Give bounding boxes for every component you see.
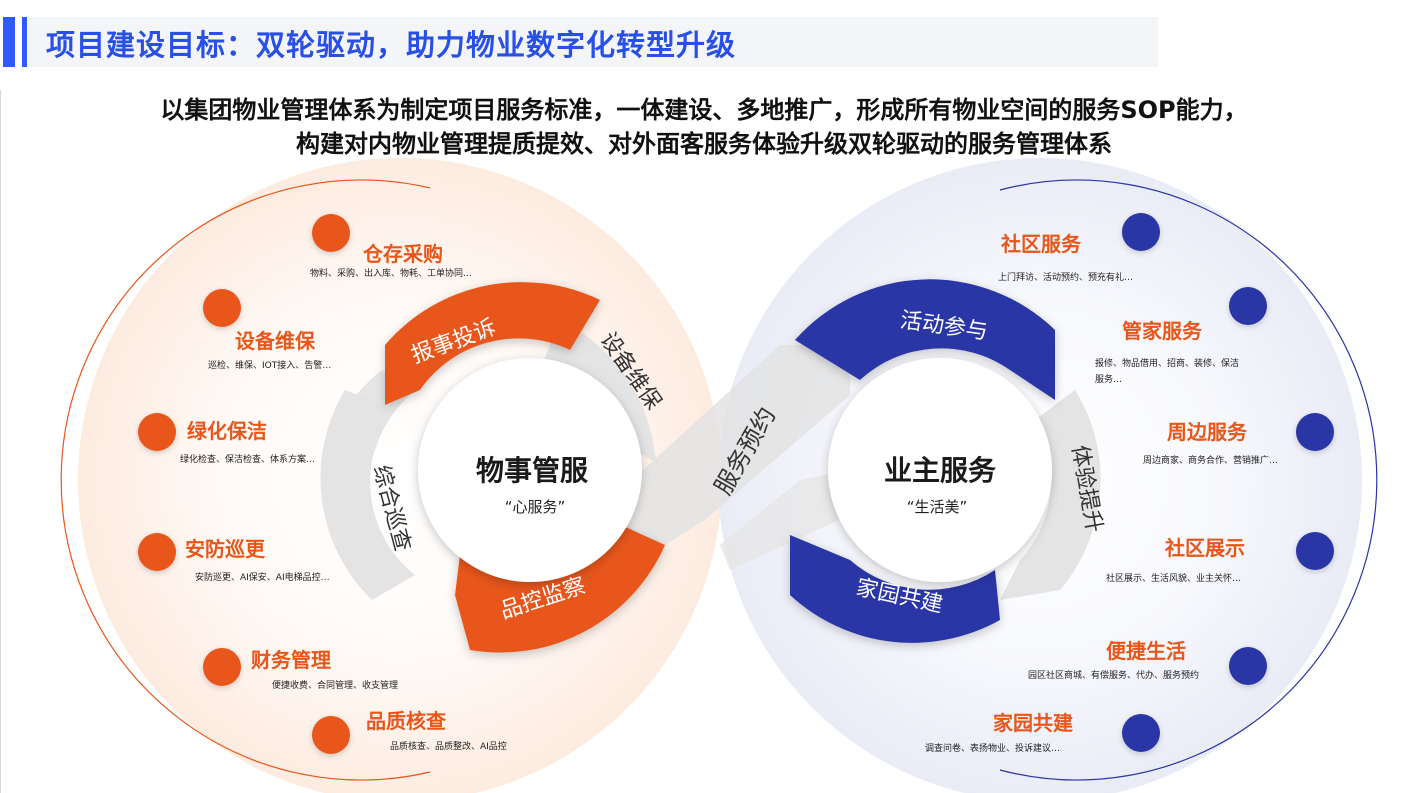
left-item-dot bbox=[203, 648, 241, 686]
right-wheel: 业主服务 “生活美” 活动参与 体验提升 家园共建 bbox=[790, 279, 1106, 643]
left-item-desc: 绿化检查、保洁检查、体系方案… bbox=[180, 453, 315, 465]
right-orbit-items: 社区服务 上门拜访、活动预约、预充有礼… 管家服务 报修、物品借用、招商、装修、… bbox=[925, 213, 1334, 754]
left-item-title: 设备维保 bbox=[235, 329, 316, 353]
right-item-title: 便捷生活 bbox=[1106, 639, 1186, 663]
left-item-dot bbox=[138, 413, 176, 451]
header-band bbox=[28, 17, 1158, 67]
left-orbit-arc bbox=[60, 179, 431, 781]
left-item-desc: 品质核查、品质整改、AI品控 bbox=[390, 740, 507, 752]
right-center-title: 业主服务 bbox=[884, 454, 996, 487]
right-item-dot bbox=[1296, 413, 1334, 451]
right-item-title: 社区服务 bbox=[1000, 232, 1082, 256]
right-item-desc: 园区社区商城、有偿服务、代办、服务预约 bbox=[1028, 669, 1199, 681]
bridge-arrow-lower bbox=[720, 470, 850, 570]
right-item-desc: 社区展示、生活风貌、业主关怀… bbox=[1106, 572, 1241, 584]
right-segment-community bbox=[790, 535, 1000, 643]
right-item-title: 社区展示 bbox=[1164, 536, 1245, 560]
right-item-dot bbox=[1122, 213, 1160, 251]
left-item-desc: 巡检、维保、IOT接入、告警… bbox=[208, 359, 331, 371]
page-left-rule bbox=[0, 90, 1, 793]
left-item-title: 财务管理 bbox=[251, 648, 331, 672]
right-orbit-arc bbox=[999, 179, 1378, 781]
right-item-desc: 调查问卷、表扬物业、投诉建议… bbox=[925, 742, 1060, 754]
left-segment-quality-control bbox=[455, 520, 665, 653]
right-item-desc: 周边商家、商务合作、营销推广… bbox=[1143, 454, 1278, 466]
right-item-desc-cont: 服务… bbox=[1095, 373, 1122, 385]
left-center-title: 物事管服 bbox=[476, 454, 589, 487]
title-accent-bar-thin bbox=[22, 17, 27, 67]
subtitle-line-2: 构建对内物业管理提质提效、对外面客服务体验升级双轮驱动的服务管理体系 bbox=[296, 130, 1112, 158]
right-item-dot bbox=[1122, 714, 1160, 752]
left-item-dot bbox=[312, 214, 350, 252]
left-item-dot bbox=[203, 289, 241, 327]
right-item-dot bbox=[1296, 532, 1334, 570]
left-orbit-items: 仓存采购 物料、采购、出入库、物耗、工单协同… 设备维保 巡检、维保、IOT接入… bbox=[138, 214, 507, 754]
right-item-desc: 报修、物品借用、招商、装修、保洁 bbox=[1095, 357, 1239, 369]
right-center-subtitle: “生活美” bbox=[907, 498, 968, 516]
left-item-title: 绿化保洁 bbox=[187, 419, 267, 443]
right-segment-activity bbox=[795, 279, 1055, 400]
subtitle-line-1: 以集团物业管理体系为制定项目服务标准，一体建设、多地推广，形成所有物业空间的服务… bbox=[160, 96, 1248, 124]
left-item-dot bbox=[138, 533, 176, 571]
left-center-disc bbox=[418, 358, 642, 582]
left-item-title: 仓存采购 bbox=[362, 242, 443, 266]
right-item-title: 家园共建 bbox=[993, 711, 1073, 735]
right-item-title: 管家服务 bbox=[1122, 319, 1203, 343]
left-item-title: 品质核查 bbox=[366, 709, 446, 733]
right-item-title: 周边服务 bbox=[1167, 420, 1248, 444]
left-item-desc: 安防巡更、AI保安、AI电梯品控… bbox=[195, 571, 330, 583]
left-segment-comprehensive-inspection bbox=[320, 390, 415, 600]
right-item-dot bbox=[1229, 287, 1267, 325]
left-segment-report-complaint bbox=[385, 282, 600, 405]
right-segment-experience bbox=[1000, 390, 1101, 600]
title-accent-bar bbox=[3, 17, 15, 67]
left-item-desc: 便捷收费、合同管理、收支管理 bbox=[272, 679, 398, 691]
right-center-disc bbox=[828, 358, 1052, 582]
left-item-desc: 物料、采购、出入库、物耗、工单协同… bbox=[310, 267, 472, 279]
left-item-title: 安防巡更 bbox=[185, 537, 266, 561]
page-title: 项目建设目标：双轮驱动，助力物业数字化转型升级 bbox=[46, 28, 737, 62]
right-item-desc: 上门拜访、活动预约、预充有礼… bbox=[998, 271, 1133, 283]
right-item-dot bbox=[1229, 647, 1267, 685]
left-item-dot bbox=[312, 716, 350, 754]
left-center-subtitle: “心服务” bbox=[505, 498, 566, 516]
bridge-arrow-upper bbox=[610, 345, 850, 560]
